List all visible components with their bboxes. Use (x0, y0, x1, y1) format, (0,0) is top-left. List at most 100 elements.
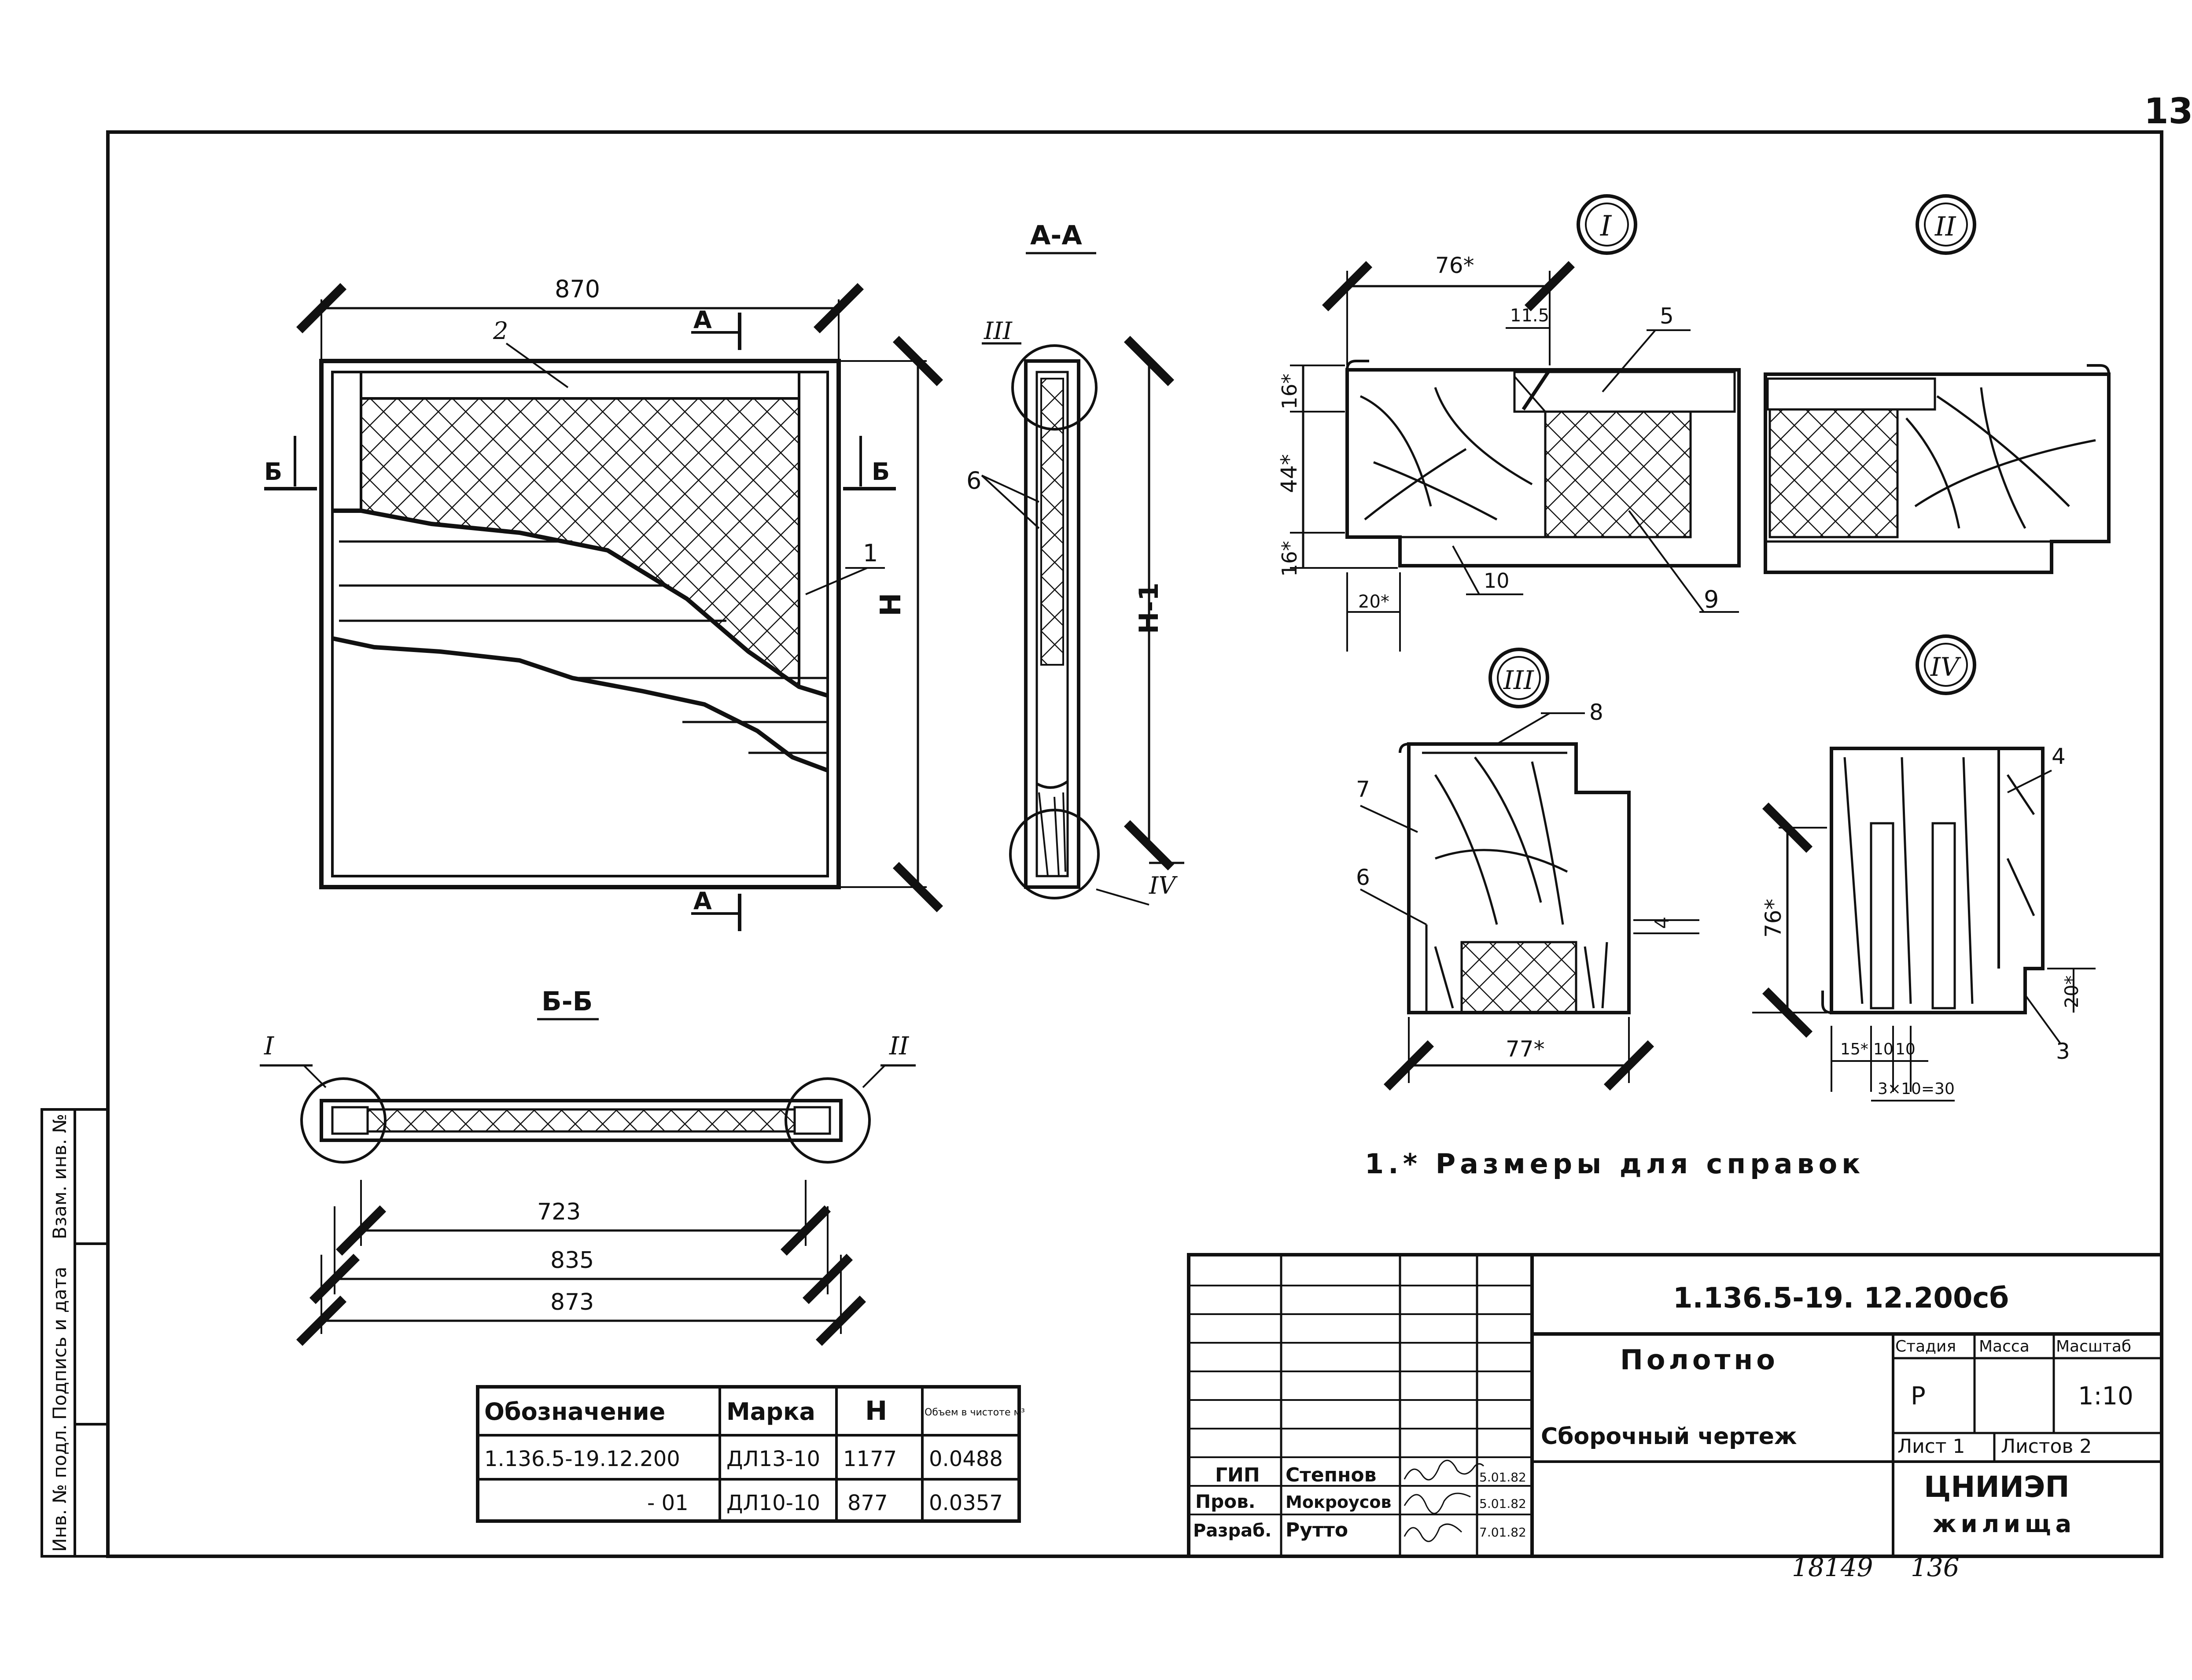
front-view: 870 H A A Б Б 2 1 (264, 275, 943, 931)
detail-IV-dim-total: 3×10=30 (1878, 1080, 1955, 1098)
front-width-dim: 870 (555, 275, 600, 303)
sig-name-gip: Степнов (1286, 1464, 1377, 1486)
front-section-a-bottom: A (693, 887, 712, 915)
signature-check (1404, 1492, 1471, 1514)
sig-date-author: 7.01.82 (1479, 1525, 1526, 1540)
detail-I-callout-9: 9 (1704, 586, 1719, 613)
footer-number-2: 136 (1911, 1552, 1960, 1582)
detail-I-dim-h2: 44* (1276, 454, 1302, 493)
page-number: 135 (2144, 91, 2192, 132)
detail-II: II (1764, 194, 2111, 574)
front-section-a-top: A (693, 306, 712, 334)
spec-row2-mark: ДЛ10-10 (726, 1491, 820, 1515)
side-strip: Инв. № подл. Подпись и дата Взам. инв. № (41, 1108, 109, 1558)
section-aa-callout-6: 6 (966, 467, 981, 494)
sheet-frame (106, 130, 2163, 1558)
front-section-b-right: Б (872, 458, 890, 486)
sig-date-gip: 5.01.82 (1479, 1470, 1526, 1485)
section-aa-node-bottom: IV (1149, 872, 1178, 899)
front-height-dim: H (875, 593, 907, 616)
title-name: Полотно (1620, 1344, 1779, 1376)
org-name-line2: жилища (1933, 1510, 2076, 1538)
spec-table: Обозначение Марка H Объем в чистоте м³ 1… (476, 1385, 1025, 1523)
sig-name-author: Рутто (1286, 1519, 1348, 1541)
section-bb-dim-835: 835 (550, 1247, 594, 1274)
detail-I-dim-bottom: 20* (1358, 592, 1389, 612)
spec-row2-h: 877 (847, 1491, 888, 1515)
sheet-count: Листов 2 (2001, 1435, 2092, 1458)
spec-row1-designation: 1.136.5-19.12.200 (484, 1447, 680, 1471)
section-aa-title: А-А (1030, 220, 1082, 251)
section-bb-dim-873: 873 (550, 1289, 594, 1315)
sig-date-check: 5.01.82 (1479, 1496, 1526, 1511)
stage-header: Стадия (1895, 1337, 1956, 1356)
mass-header: Масса (1979, 1337, 2030, 1356)
scale-value: 1:10 (2078, 1382, 2133, 1411)
section-bb-dim-723: 723 (537, 1199, 581, 1225)
side-label-sign: Подпись и дата (49, 1267, 70, 1420)
spec-header-volume: Объем в чистоте м³ (925, 1407, 1025, 1418)
detail-IV-dim-b1: 15* (1840, 1040, 1868, 1058)
spec-row1-volume: 0.0488 (929, 1447, 1003, 1471)
detail-IV: IV 76* 20* 15* 10 10 3×10=30 4 3 (1752, 634, 2096, 1102)
detail-III-dim-width: 77* (1506, 1036, 1545, 1062)
detail-II-label: II (1934, 211, 1956, 242)
sig-name-check: Мокроусов (1286, 1492, 1391, 1512)
detail-IV-dim-height: 76* (1761, 899, 1786, 938)
detail-I-callout-10: 10 (1484, 569, 1510, 593)
detail-III-callout-6: 6 (1356, 865, 1370, 890)
spec-header-designation: Обозначение (484, 1398, 665, 1426)
detail-III-dim-gap: 4 (1651, 917, 1673, 929)
spec-row2-volume: 0.0357 (929, 1491, 1003, 1515)
sheet-number: Лист 1 (1897, 1435, 1965, 1458)
detail-I-label: I (1600, 210, 1612, 243)
detail-III-callout-8: 8 (1589, 700, 1603, 725)
side-label-inv: Инв. № подл. (49, 1424, 70, 1552)
detail-I: I 76* 11.5 16* 44* 16* 20* 5 10 (1276, 194, 1741, 652)
org-name-line1: ЦНИИЭП (1924, 1470, 2070, 1504)
section-bb-title: Б-Б (542, 986, 593, 1017)
title-subtitle: Сборочный чертеж (1541, 1423, 1797, 1450)
footer-number-1: 18149 (1792, 1552, 1873, 1582)
section-bb: Б-Б I II 723 835 873 (260, 986, 916, 1346)
detail-I-dim-width: 76* (1435, 253, 1474, 278)
sig-role-author: Разраб. (1193, 1521, 1271, 1541)
detail-I-dim-h1: 16* (1278, 373, 1301, 409)
detail-I-dim-h3: 16* (1278, 541, 1301, 577)
spec-header-h: H (865, 1396, 887, 1426)
front-section-b-left: Б (264, 458, 282, 486)
section-aa-height-dim: H-1 (1134, 582, 1164, 634)
detail-III: III 77* 4 8 7 6 (1356, 648, 1699, 1091)
section-aa-node-top: III (984, 317, 1013, 345)
detail-I-dim-lip: 11.5 (1510, 306, 1549, 326)
detail-IV-label: IV (1930, 652, 1961, 682)
spec-row1-mark: ДЛ13-10 (726, 1447, 820, 1471)
section-bb-node-right: II (889, 1032, 910, 1061)
title-block: 1.136.5-19. 12.200сб Полотно Сборочный ч… (1187, 1253, 2163, 1558)
section-aa: А-А 6 III IV H-1 (966, 220, 1184, 906)
front-callout-1: 1 (863, 539, 878, 567)
doc-code: 1.136.5-19. 12.200сб (1673, 1282, 2009, 1315)
sig-role-check: Пров. (1195, 1491, 1256, 1512)
section-bb-node-left: I (264, 1032, 275, 1061)
front-callout-2: 2 (493, 317, 508, 345)
stage-value: Р (1911, 1382, 1926, 1411)
detail-IV-dim-notch: 20* (2061, 976, 2082, 1008)
dimension-note: 1.* Размеры для справок (1365, 1148, 1864, 1180)
sig-role-gip: ГИП (1215, 1464, 1260, 1486)
detail-IV-dim-b3: 10 (1895, 1040, 1916, 1058)
detail-III-label: III (1503, 665, 1534, 695)
spec-row1-h: 1177 (843, 1447, 897, 1471)
detail-III-callout-7: 7 (1356, 777, 1370, 802)
side-label-replace: Взам. инв. № (49, 1114, 70, 1239)
spec-row2-designation: - 01 (647, 1491, 689, 1515)
signature-gip (1404, 1459, 1485, 1481)
detail-IV-callout-4: 4 (2052, 744, 2066, 769)
detail-IV-callout-3: 3 (2056, 1039, 2070, 1064)
signature-author (1404, 1523, 1463, 1542)
spec-header-mark: Марка (726, 1398, 815, 1426)
scale-header: Масштаб (2056, 1337, 2131, 1356)
detail-IV-dim-b2: 10 (1873, 1040, 1894, 1058)
detail-I-callout-5: 5 (1660, 303, 1674, 329)
